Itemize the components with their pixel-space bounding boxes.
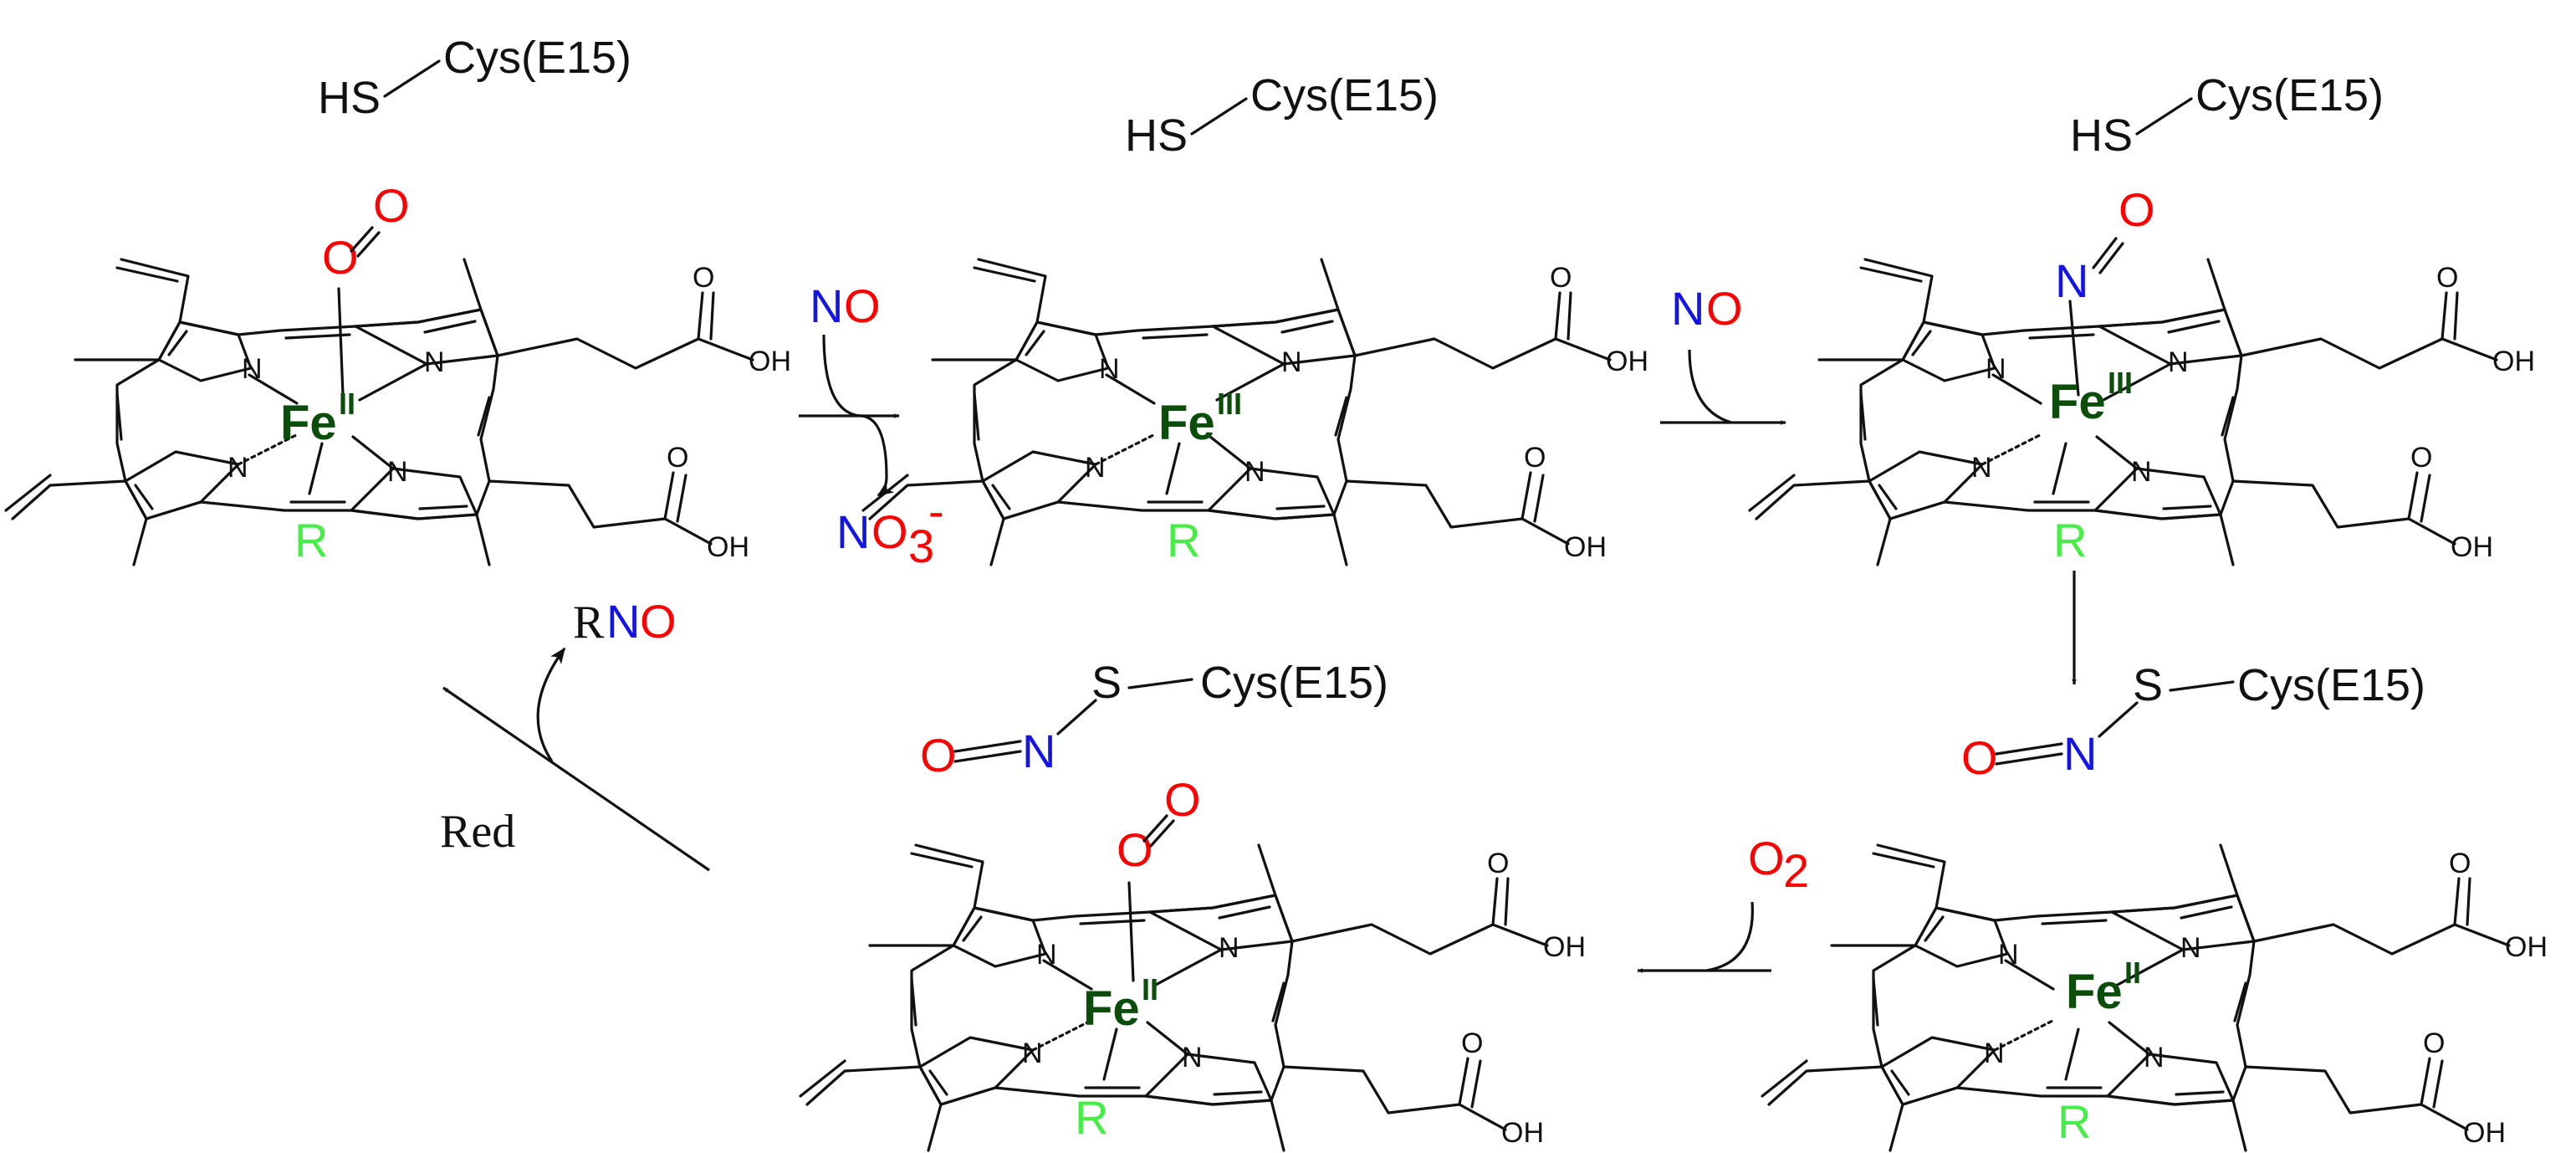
proximal-r-group: R [1167,514,1200,566]
heme-fe3-complex: Fe III R [861,258,1650,566]
dioxygen-o: O [1748,832,1785,884]
sno-nitrogen: N [2063,727,2097,780]
thiol-hs: HS [318,73,381,123]
iron-symbol: Fe [2049,375,2106,429]
iron-symbol: Fe [280,396,337,450]
cys-label: Cys(E15) [1200,658,1388,708]
reaction-arrow-2: N O [1660,282,1786,425]
bound-oxygen-2: O [1164,773,1201,826]
nitric-oxide-o: O [1706,282,1743,335]
rno-o: O [640,595,677,648]
iron-oxidation-state: II [339,387,355,421]
sno-oxygen: O [1961,731,1998,784]
thiol-hs: HS [2070,110,2133,161]
cys-thiol-1: HS Cys(E15) [318,33,631,123]
sno-nitrogen: N [1022,725,1055,777]
nitrosothiol-2: O N S Cys(E15) [920,658,1388,781]
dioxygen-subscript: 2 [1783,844,1809,897]
iron-oxidation-state: III [2108,366,2133,400]
nitric-oxide-o: O [844,279,881,332]
heme-fe2-dioxygen-complex: Fe II O O R [4,179,793,566]
sno-sulfur: S [2133,660,2163,710]
cys-thiol-2: HS Cys(E15) [1125,70,1439,161]
sno-oxygen: O [920,729,957,781]
reaction-arrow-4: O 2 [1637,832,1809,973]
cys-label: Cys(E15) [1250,70,1439,120]
thiol-hs: HS [1125,110,1188,161]
sno-sulfur: S [1091,658,1122,708]
nitrosothiol-1: O N S Cys(E15) [1961,660,2425,784]
cys-label: Cys(E15) [2195,70,2384,120]
heme-fe3-nitrosyl-complex: Fe III N O R [1748,183,2537,566]
reaction-arrow-1: N O N O 3 - [799,279,944,572]
reaction-arrow-5: R N O Red [440,595,710,872]
bound-nitrogen: N [2055,254,2088,307]
proximal-r-group: R [2057,1095,2091,1148]
bound-oxygen-2: O [373,179,410,232]
iron-symbol: Fe [2066,965,2123,1019]
iron-oxidation-state: II [2124,956,2141,990]
nitrate-n: N [836,505,870,558]
heme-fe2-complex: Fe II R [1761,843,2549,1152]
rno-r: R [573,597,605,648]
bound-oxygen-1: O [1117,823,1153,876]
iron-oxidation-state: III [1217,387,1242,421]
proximal-r-group: R [294,514,328,566]
proximal-r-group: R [1075,1091,1108,1144]
cys-label: Cys(E15) [443,33,631,83]
nitrate-o: O [871,505,908,558]
bound-oxygen-1: O [322,231,359,284]
bound-oxygen: O [2119,183,2155,236]
cys-label: Cys(E15) [2237,660,2425,710]
rno-n: N [606,595,640,648]
heme-fe2-dioxygen-complex-2: Fe II O O R [799,773,1587,1152]
nitric-oxide-n: N [1671,282,1705,335]
iron-oxidation-state: II [1142,972,1158,1007]
nitric-oxide-n: N [810,279,843,332]
reductant-label: Red [440,806,515,858]
iron-symbol: Fe [1083,981,1140,1036]
iron-symbol: Fe [1158,396,1215,450]
nitrate-charge: - [928,484,944,537]
cys-thiol-3: HS Cys(E15) [2070,70,2384,161]
proximal-r-group: R [2053,514,2087,566]
nitrate-subscript: 3 [908,520,934,572]
